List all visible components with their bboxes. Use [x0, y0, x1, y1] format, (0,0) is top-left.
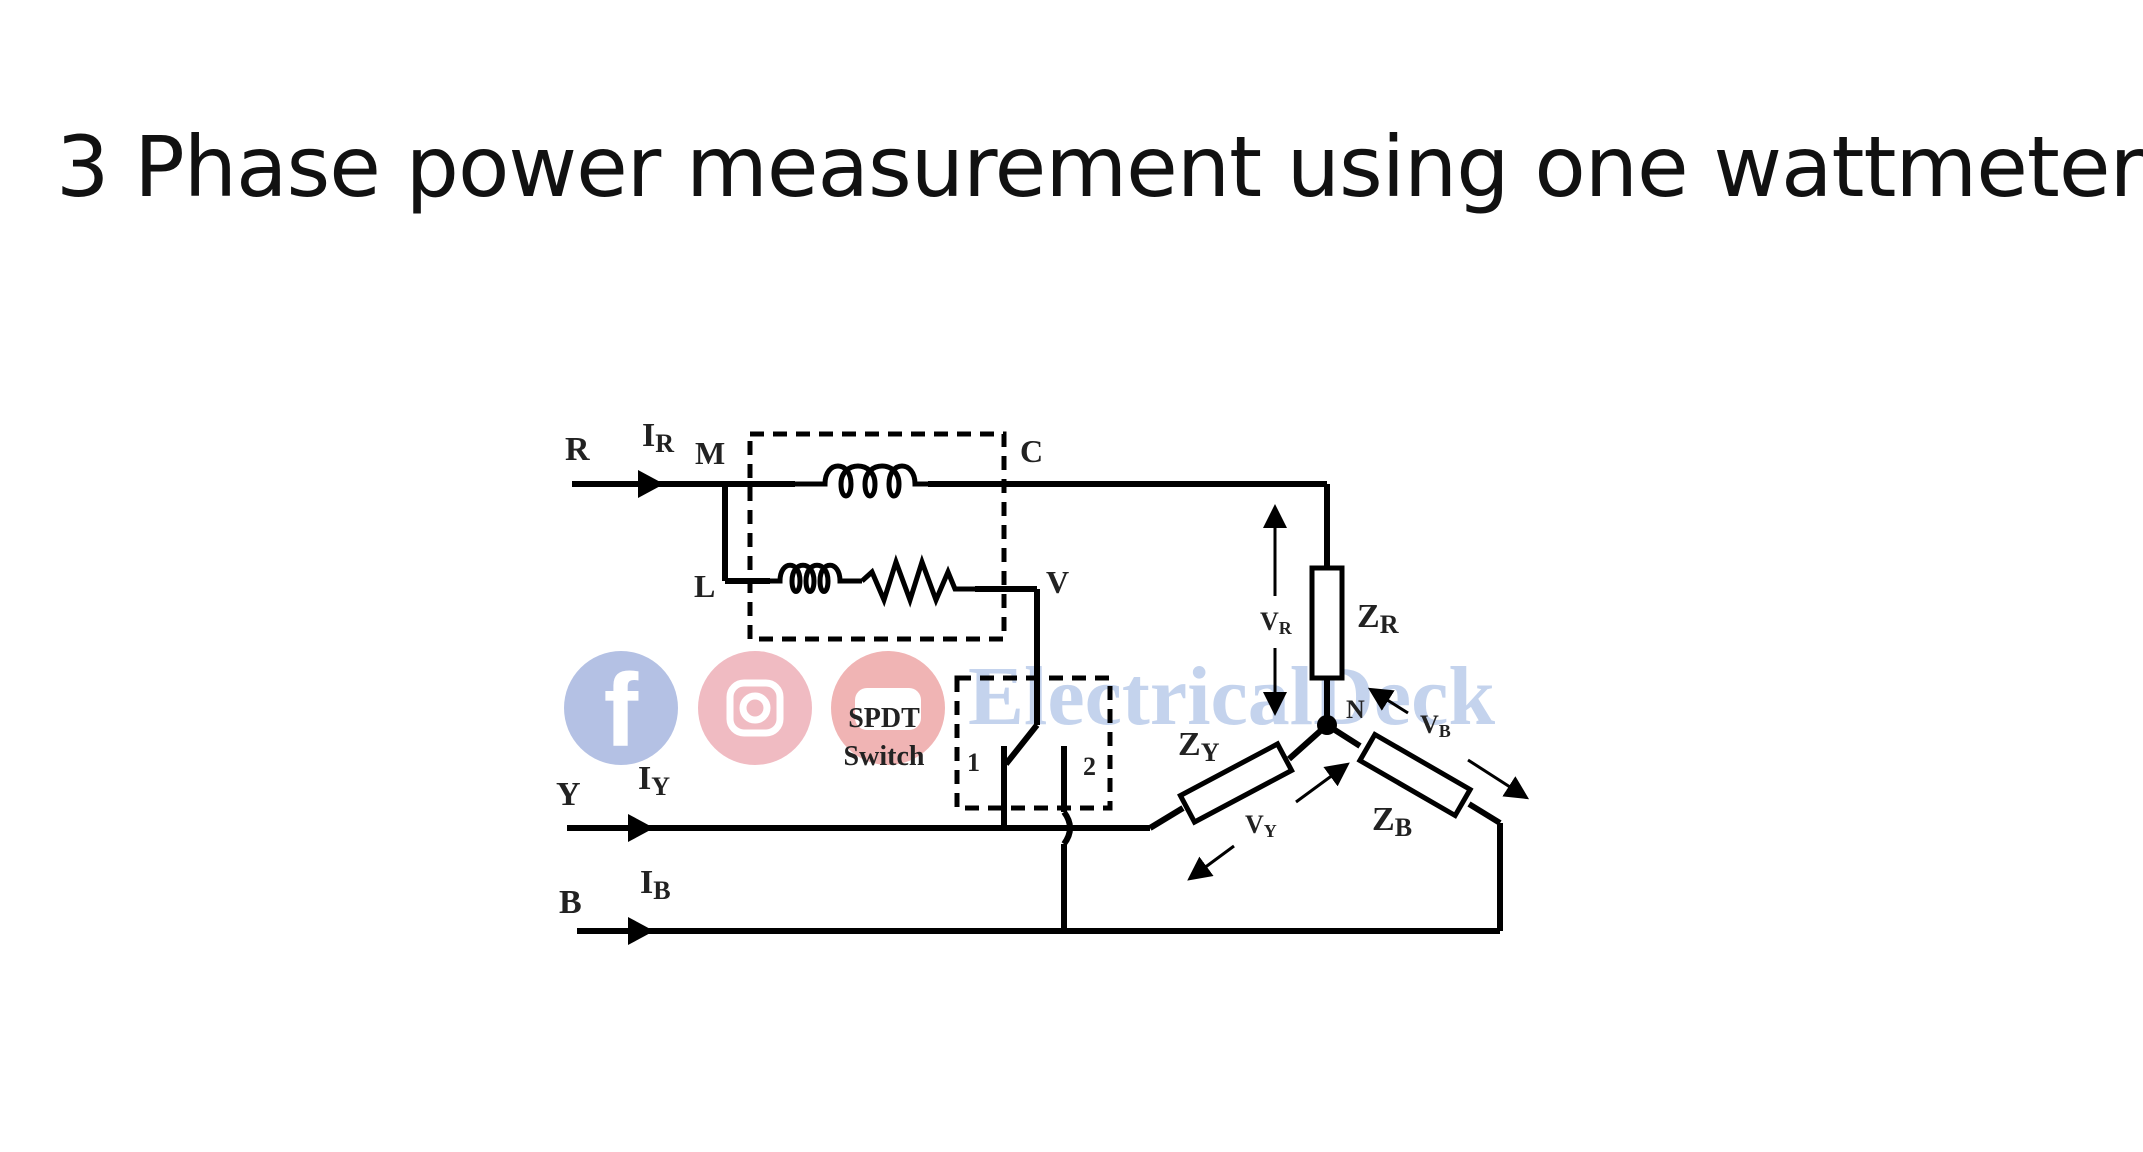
voltage-arrows: [1187, 504, 1530, 881]
voltage-vy-label: VY: [1245, 810, 1277, 841]
current-ib-label: IB: [640, 864, 671, 905]
watermark-text: ElectricalDeck: [968, 650, 1495, 743]
vy-arrow-down: [1187, 844, 1235, 881]
phase-b-label: B: [559, 884, 582, 921]
impedance-zr: [1309, 565, 1345, 681]
current-coil: [795, 463, 928, 499]
vy-arrow-up: [1295, 762, 1350, 804]
impedance-zy: [1177, 740, 1295, 826]
phase-y-label: Y: [556, 776, 581, 813]
watermark: f ElectricalDeck: [564, 650, 1495, 769]
terminal-v-label: V: [1046, 564, 1069, 600]
circuit-diagram: f ElectricalDeck: [556, 417, 1530, 945]
voltage-vr-label: VR: [1260, 607, 1293, 638]
facebook-icon: f: [564, 651, 678, 769]
instagram-icon: [698, 651, 812, 765]
current-iy-label: IY: [638, 760, 670, 801]
impedance-zy-label: ZY: [1178, 726, 1220, 767]
slide-title: 3 Phase power measurement using one watt…: [56, 118, 2143, 216]
current-arrows: [628, 470, 664, 945]
labels: R Y B IR IY IB M C L V SPDT Switch 1 2 Z…: [556, 417, 1451, 921]
ir-arrow: [638, 470, 664, 498]
ib-arrow: [628, 917, 654, 945]
svg-text:f: f: [604, 653, 639, 769]
switch-label-line1: SPDT: [848, 703, 920, 734]
neutral-label: N: [1346, 695, 1365, 724]
iy-arrow: [628, 814, 654, 842]
impedance-zb: [1356, 731, 1474, 819]
terminal-l-label: L: [694, 568, 715, 604]
switch-label-line2: Switch: [844, 741, 925, 772]
impedance-zb-label: ZB: [1372, 801, 1412, 842]
youtube-icon: [831, 651, 945, 765]
neutral-node: [1317, 715, 1337, 735]
current-ir-label: IR: [642, 417, 674, 458]
pressure-resistor: [860, 554, 975, 608]
spdt-box: [954, 675, 1113, 811]
vb-arrow-up: [1367, 687, 1409, 715]
switch-pos2-label: 2: [1083, 752, 1096, 781]
voltage-vb-label: VB: [1420, 710, 1451, 741]
phase-r-label: R: [565, 431, 590, 468]
vb-arrow-down: [1467, 758, 1530, 800]
impedance-zr-label: ZR: [1357, 598, 1399, 639]
terminal-m-label: M: [695, 435, 725, 471]
switch-pos1-label: 1: [967, 748, 980, 777]
pressure-coil: [770, 562, 862, 594]
wattmeter-box: [747, 431, 1007, 642]
wiring: [567, 481, 1503, 934]
terminal-c-label: C: [1020, 433, 1043, 469]
